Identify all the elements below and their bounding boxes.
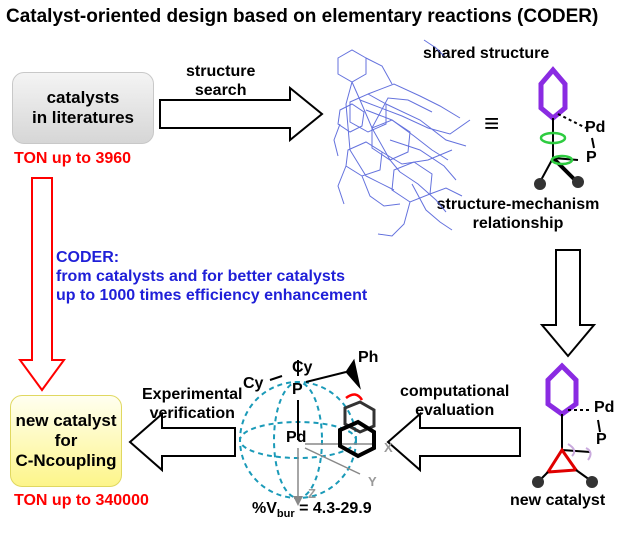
structure-search-label: structure search	[186, 62, 255, 100]
vbur-subscript: bur	[276, 508, 295, 521]
vbur-value: = 4.3-29.9	[294, 500, 372, 517]
relationship-line1: structure-mechanism	[436, 196, 600, 213]
sphere-pd-label: Pd	[286, 429, 306, 446]
axis-y-label: Y	[368, 474, 377, 489]
equivalence-symbol: ≡	[484, 108, 500, 138]
shared-structure-label: shared structure	[423, 45, 550, 62]
experimental-line2: verification	[149, 405, 235, 422]
new-catalyst-box: new catalyst for C-Ncoupling	[10, 395, 122, 487]
cy-top-label: Cy	[292, 359, 313, 376]
structure-search-line2: search	[194, 82, 247, 99]
experimental-line1: Experimental	[142, 386, 243, 403]
new-catalyst-box-line3: C-Ncoupling	[15, 451, 117, 470]
coder-description: CODER: from catalysts and for better cat…	[56, 248, 367, 305]
computational-arrow	[386, 411, 521, 473]
red-down-arrow	[18, 177, 66, 392]
down-arrow-right	[539, 249, 597, 358]
shared-pd-label: Pd	[585, 119, 605, 136]
experimental-arrow	[128, 411, 236, 473]
ton-new: TON up to 340000	[14, 492, 149, 509]
shared-structure-drawing	[534, 66, 595, 190]
vbur-prefix: %V	[252, 500, 277, 517]
coder-line3: up to 1000 times efficiency enhancement	[56, 287, 368, 304]
new-catalyst-box-line1: new catalyst	[15, 411, 117, 430]
new-p-label: P	[596, 431, 607, 448]
ph-label: Ph	[358, 349, 378, 366]
coder-line2: from catalysts and for better catalysts	[56, 268, 345, 285]
cy-left-label: Cy	[243, 375, 264, 392]
structure-search-arrow	[159, 85, 324, 143]
new-pd-label: Pd	[594, 399, 614, 416]
computational-line2: evaluation	[415, 402, 495, 419]
vbur-label: %Vbur = 4.3-29.9	[252, 500, 372, 520]
steric-sphere-drawing	[239, 358, 376, 506]
literature-catalysts-box: catalysts in literatures	[12, 72, 154, 144]
new-catalyst-drawing	[532, 362, 601, 488]
relationship-label: structure-mechanism relationship	[433, 195, 603, 233]
sphere-p-label: P	[292, 381, 303, 398]
structure-search-line1: structure	[186, 63, 256, 80]
computational-line1: computational	[400, 383, 510, 400]
new-catalyst-box-line2: for	[54, 431, 78, 450]
ton-old: TON up to 3960	[14, 150, 132, 167]
experimental-verification-label: Experimental verification	[142, 385, 242, 423]
page-title: Catalyst-oriented design based on elemen…	[6, 6, 599, 27]
coder-line1: CODER:	[56, 249, 120, 266]
literature-box-line1: catalysts	[46, 88, 120, 107]
computational-evaluation-label: computational evaluation	[400, 382, 509, 420]
relationship-line2: relationship	[472, 215, 564, 232]
axis-z-label: Z	[308, 486, 316, 501]
literature-box-line2: in literatures	[31, 108, 135, 127]
shared-p-label: P	[586, 149, 597, 166]
overlaid-structures	[333, 39, 471, 237]
axis-x-label: X	[384, 440, 393, 455]
new-catalyst-label: new catalyst	[510, 492, 606, 509]
